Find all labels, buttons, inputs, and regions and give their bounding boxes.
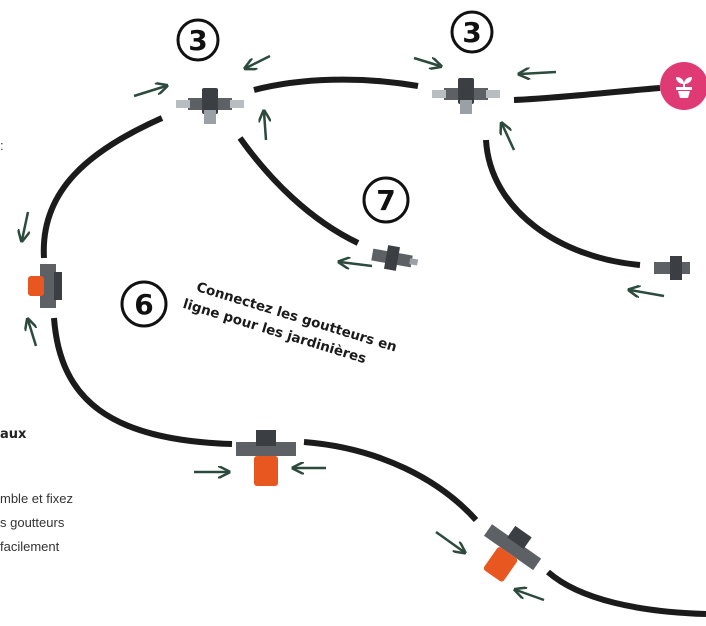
tee-connector-left bbox=[176, 88, 244, 124]
svg-text:6: 6 bbox=[134, 288, 153, 321]
plant-pot-icon bbox=[676, 77, 692, 98]
tube-bottom-middle bbox=[303, 439, 479, 523]
inline-drippers-callout: Connectez les goutteurs en ligne pour le… bbox=[181, 279, 399, 367]
step-7-label: 7 bbox=[362, 176, 410, 224]
flow-arrow bbox=[520, 72, 557, 74]
tube-branch-right bbox=[483, 139, 641, 268]
left-text-colon: : bbox=[0, 138, 4, 153]
left-heading-fragment: aux bbox=[0, 427, 27, 442]
flow-arrow bbox=[264, 112, 266, 141]
end-dripper-7 bbox=[371, 245, 419, 271]
dripper-bottom-middle bbox=[236, 430, 296, 486]
flow-arrow bbox=[502, 124, 516, 151]
left-body-line-2: s goutteurs bbox=[0, 515, 65, 530]
tube-top-middle bbox=[253, 76, 419, 93]
svg-text:3: 3 bbox=[462, 16, 481, 49]
flow-arrow bbox=[133, 86, 166, 98]
tube-left-down bbox=[51, 317, 233, 447]
svg-text:7: 7 bbox=[376, 184, 395, 217]
flow-arrow bbox=[630, 290, 665, 296]
tee-connector-right bbox=[432, 78, 500, 114]
plant-pot-badge bbox=[660, 62, 706, 110]
flow-arrow bbox=[413, 56, 440, 66]
step-3-left-label: 3 bbox=[176, 18, 220, 62]
step-6-label: 6 bbox=[120, 280, 168, 328]
tube-top-left bbox=[40, 115, 164, 259]
end-dripper-right bbox=[654, 256, 690, 280]
flow-arrow bbox=[340, 262, 373, 266]
flow-arrow bbox=[516, 590, 545, 602]
flow-arrow bbox=[28, 320, 38, 347]
flow-arrow bbox=[246, 54, 271, 68]
flow-arrow bbox=[22, 211, 28, 240]
svg-text:3: 3 bbox=[188, 24, 207, 57]
flow-arrow bbox=[435, 530, 464, 552]
left-body-line-1: mble et fixez bbox=[0, 491, 73, 506]
tube-branch-7 bbox=[237, 136, 360, 246]
step-3-right-label: 3 bbox=[450, 10, 494, 54]
tube-bottom-right bbox=[546, 569, 706, 617]
dripper-bottom-right bbox=[483, 524, 542, 582]
left-body-line-3: facilement bbox=[0, 539, 60, 554]
dripper-left bbox=[28, 264, 62, 308]
tube-top-right bbox=[513, 85, 661, 103]
